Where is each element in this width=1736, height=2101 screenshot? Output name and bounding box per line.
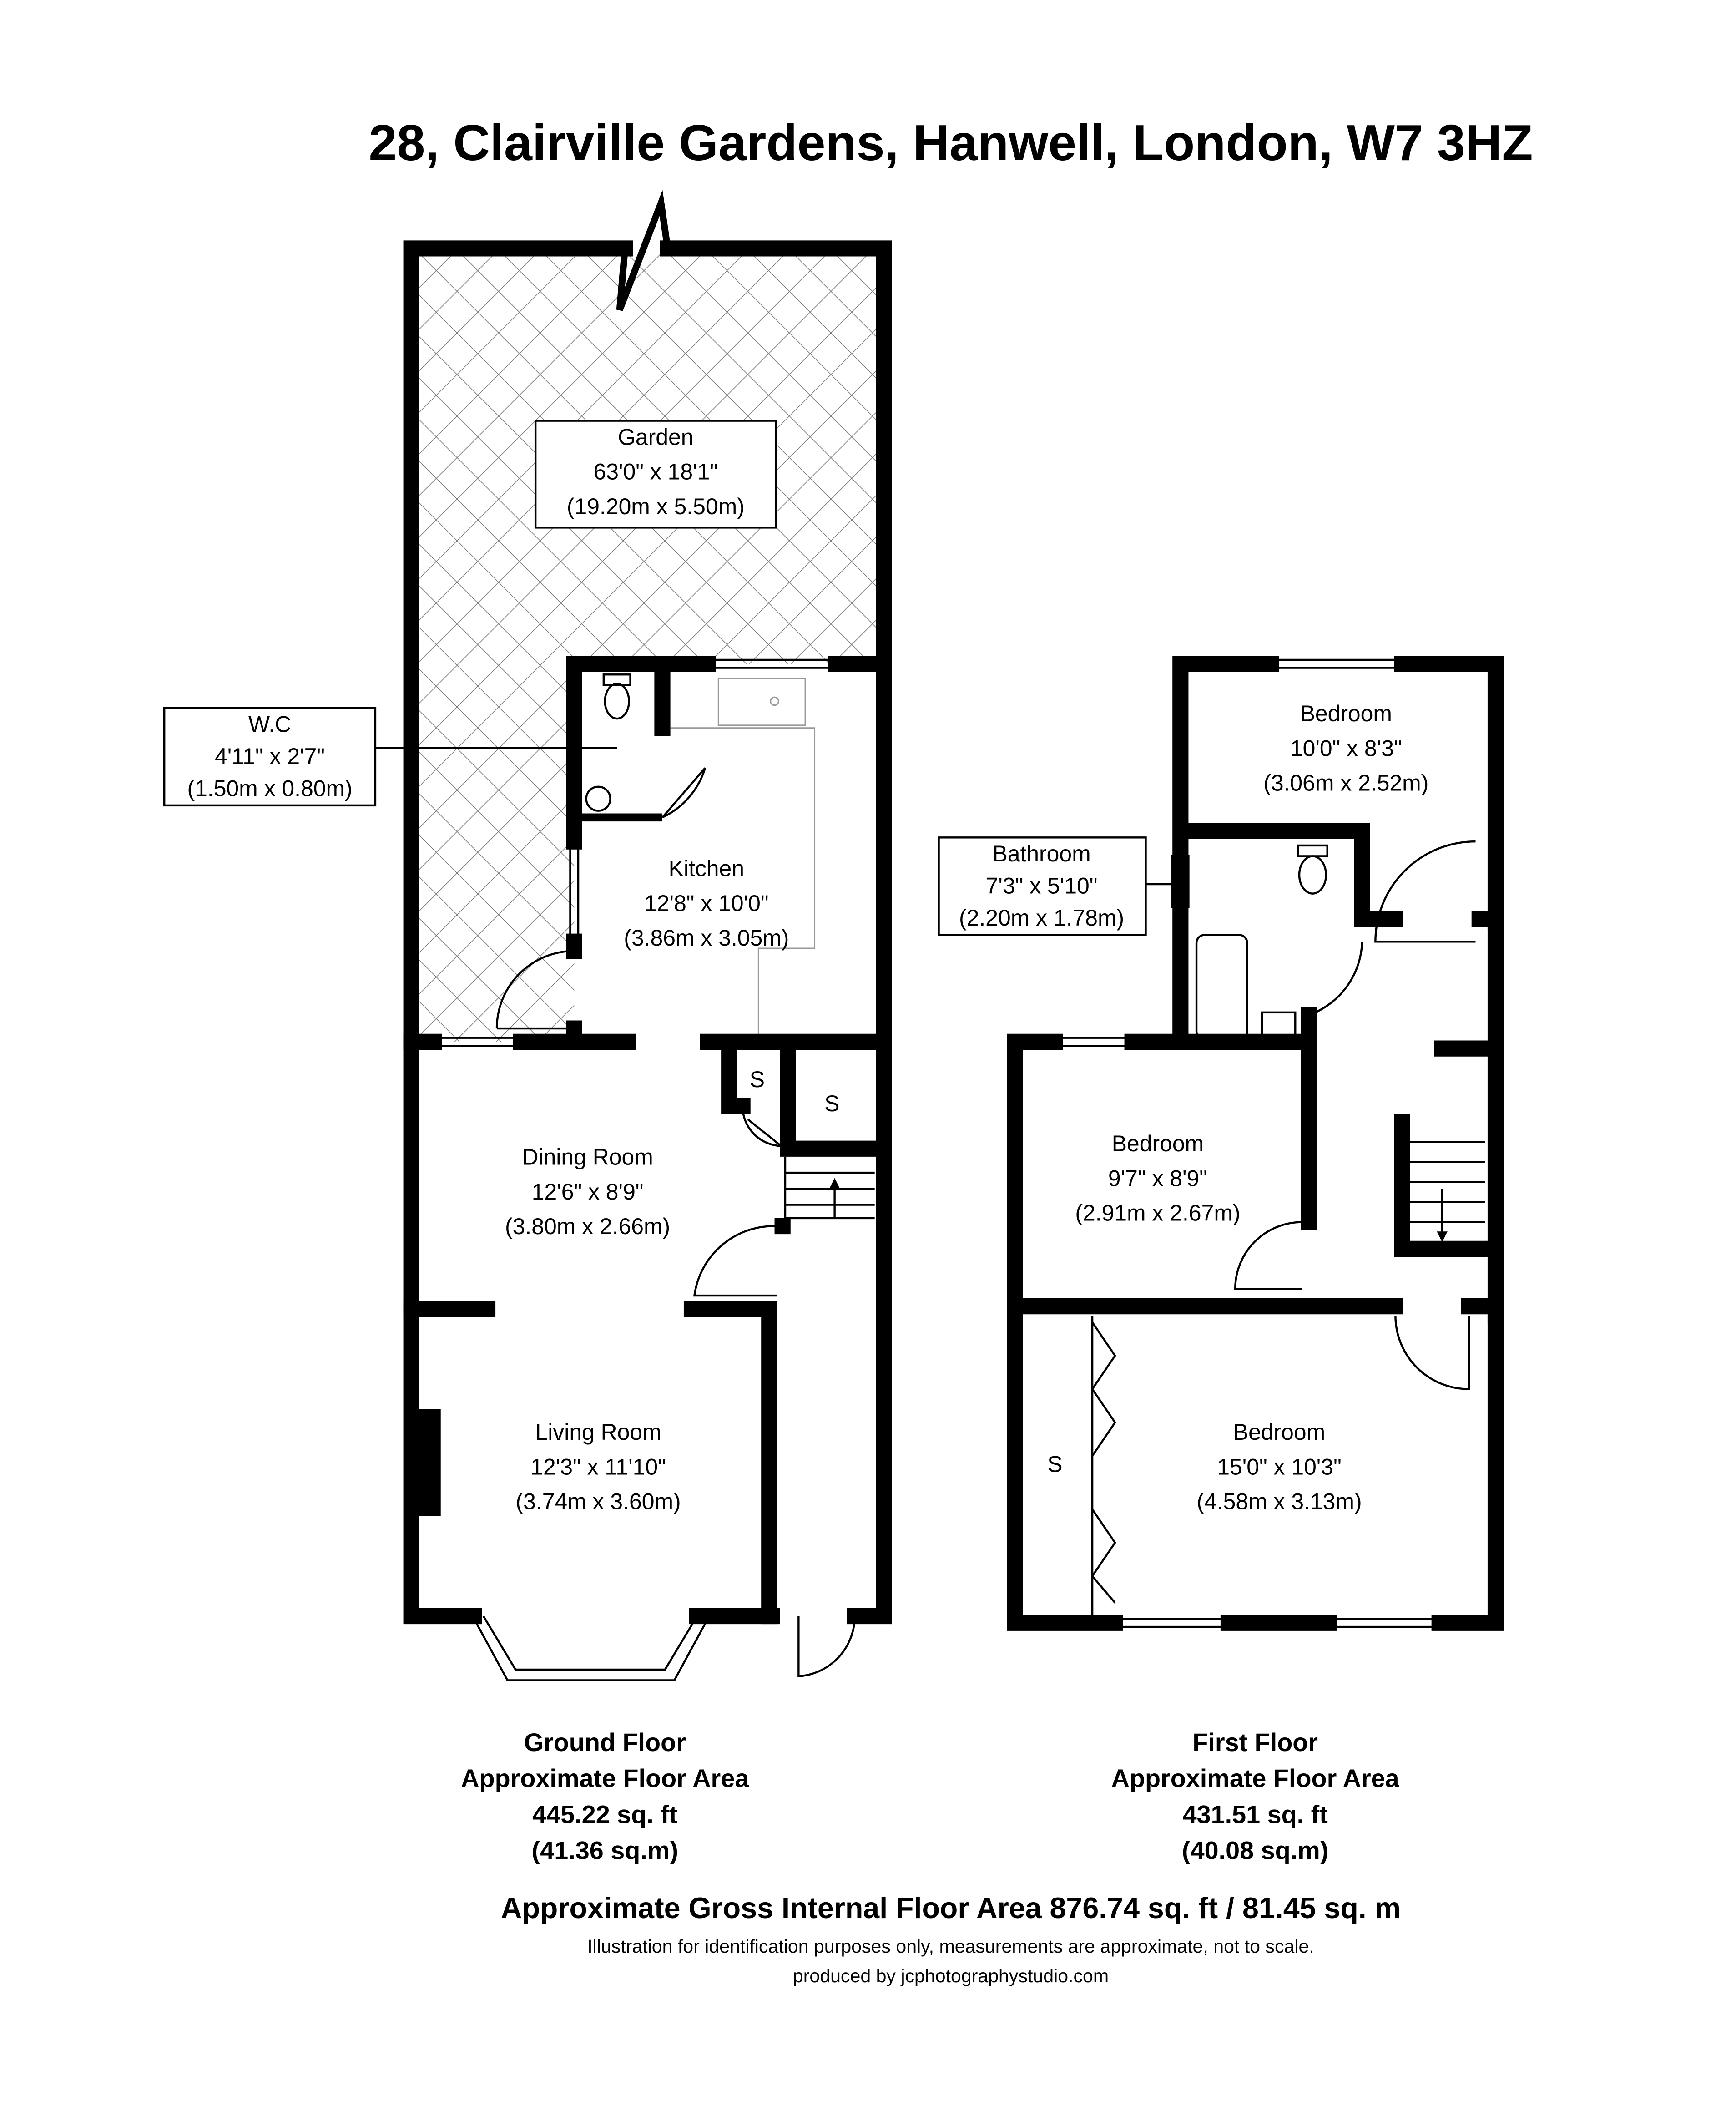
bedroom-3-imperial: 15'0" x 10'3": [1217, 1454, 1342, 1479]
ground-floor-summary: Ground Floor Approximate Floor Area 445.…: [461, 1728, 749, 1865]
disclaimer: Illustration for identification purposes…: [587, 1936, 1314, 1957]
dining-metric: (3.80m x 2.66m): [505, 1214, 670, 1239]
first-floor-area-sqft: 431.51 sq. ft: [1183, 1800, 1328, 1828]
bedroom-3-name: Bedroom: [1233, 1419, 1325, 1445]
kitchen-name: Kitchen: [669, 856, 744, 881]
bedroom-1-imperial: 10'0" x 8'3": [1290, 735, 1402, 761]
storage-label: S: [750, 1067, 765, 1092]
bathroom-name: Bathroom: [992, 841, 1090, 866]
dining-imperial: 12'6" x 8'9": [532, 1179, 644, 1205]
first-floor-label: First Floor: [1192, 1728, 1318, 1757]
storage-label: S: [1047, 1452, 1062, 1477]
garden-metric: (19.20m x 5.50m): [567, 494, 745, 519]
bathroom-metric: (2.20m x 1.78m): [959, 905, 1124, 931]
bedroom-3-metric: (4.58m x 3.13m): [1196, 1489, 1362, 1514]
garden-area: [411, 248, 884, 1042]
credit: produced by jcphotographystudio.com: [793, 1965, 1109, 1986]
ground-floor-plan: Garden 63'0" x 18'1" (19.20m x 5.50m) W.…: [163, 190, 892, 1681]
ground-floor-area-sqm: (41.36 sq.m): [532, 1837, 678, 1865]
wc-metric: (1.50m x 0.80m): [187, 775, 352, 801]
bedroom-2-name: Bedroom: [1112, 1131, 1204, 1156]
kitchen-metric: (3.86m x 3.05m): [624, 925, 789, 951]
garden-name: Garden: [618, 424, 693, 450]
wc-imperial: 4'11" x 2'7": [215, 744, 325, 769]
bedroom-1-metric: (3.06m x 2.52m): [1263, 770, 1428, 796]
living-name: Living Room: [535, 1419, 661, 1445]
first-floor-area-sqm: (40.08 sq.m): [1182, 1837, 1328, 1865]
living-metric: (3.74m x 3.60m): [516, 1489, 681, 1514]
garden-label-box: [534, 420, 777, 529]
garden-imperial: 63'0" x 18'1": [594, 459, 718, 485]
bathroom-imperial: 7'3" x 5'10": [986, 873, 1098, 899]
bedroom-2-imperial: 9'7" x 8'9": [1108, 1165, 1207, 1191]
bedroom-1-name: Bedroom: [1300, 701, 1392, 726]
first-floor-summary: First Floor Approximate Floor Area 431.5…: [1111, 1728, 1400, 1865]
first-floor-area-label: Approximate Floor Area: [1111, 1764, 1400, 1792]
bedroom-2-metric: (2.91m x 2.67m): [1075, 1200, 1240, 1226]
wc-label-box: [163, 707, 377, 807]
first-floor-plan: Bedroom 10'0" x 8'3" (3.06m x 2.52m) Bat…: [938, 656, 1504, 1631]
living-imperial: 12'3" x 11'10": [530, 1454, 666, 1479]
kitchen-imperial: 12'8" x 10'0": [644, 891, 769, 916]
dining-name: Dining Room: [522, 1144, 653, 1169]
bathroom-label-box: [938, 836, 1147, 936]
ground-floor-area-label: Approximate Floor Area: [461, 1764, 749, 1792]
wc-name: W.C: [248, 711, 291, 737]
page-title: 28, Clairville Gardens, Hanwell, London,…: [368, 114, 1533, 171]
gross-area: Approximate Gross Internal Floor Area 87…: [501, 1892, 1401, 1924]
storage-label: S: [824, 1091, 839, 1116]
ground-floor-area-sqft: 445.22 sq. ft: [532, 1800, 677, 1828]
ground-floor-label: Ground Floor: [524, 1728, 686, 1757]
